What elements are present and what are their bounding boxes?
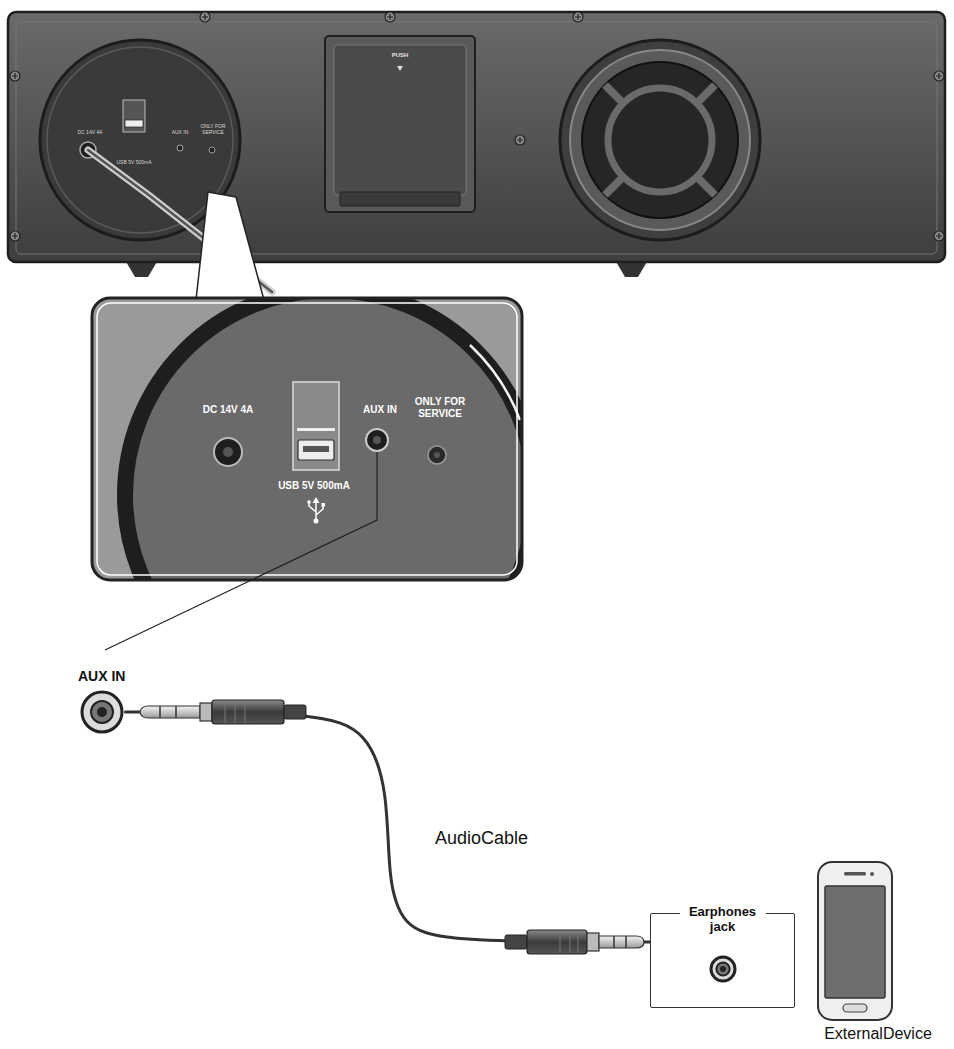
button-label: PUSH [392, 52, 409, 59]
box-heading: Earphones jack [680, 904, 766, 934]
audio-cable [125, 712, 650, 942]
audio-plug [140, 700, 306, 724]
aux-in-jack: AUX IN [78, 668, 125, 735]
device-label: ExternalDevice [824, 1025, 932, 1043]
port-closeup [92, 290, 535, 700]
phone-illustration [818, 862, 892, 1020]
jack-label: AUX IN [78, 668, 125, 685]
port-label: AUX IN [363, 404, 397, 416]
port-label: DC 14V 4A [203, 404, 254, 416]
port-label: USB 5V 500mA [278, 480, 350, 492]
audio-plug [505, 930, 644, 954]
leader-line [105, 452, 377, 650]
port-label: DC 14V 4A [77, 130, 102, 136]
earphones-jack-box: Earphones jack [650, 913, 795, 1008]
port-label: AUX IN [172, 130, 189, 136]
port-label: USB 5V 500mA [116, 160, 151, 166]
port-label: ONLY FOR SERVICE [199, 124, 227, 136]
port-label: ONLY FOR SERVICE [408, 396, 472, 419]
jack-symbol [708, 954, 738, 984]
cable-label: AudioCable [432, 828, 531, 849]
jack-symbol [79, 689, 125, 735]
device-back [8, 12, 945, 300]
